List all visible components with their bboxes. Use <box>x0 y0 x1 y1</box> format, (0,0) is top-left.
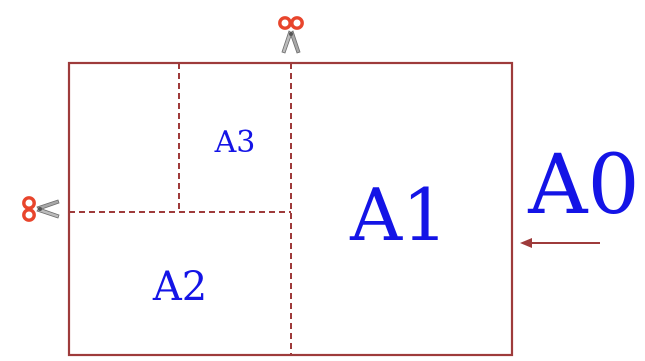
label-a0: A0 <box>527 138 639 233</box>
scissors-icon <box>22 196 61 222</box>
label-a2: A2 <box>152 264 207 310</box>
arrow-left-icon <box>520 238 600 248</box>
scissors-icon <box>278 16 304 55</box>
label-a1: A1 <box>349 173 448 257</box>
label-a3: A3 <box>214 125 256 160</box>
